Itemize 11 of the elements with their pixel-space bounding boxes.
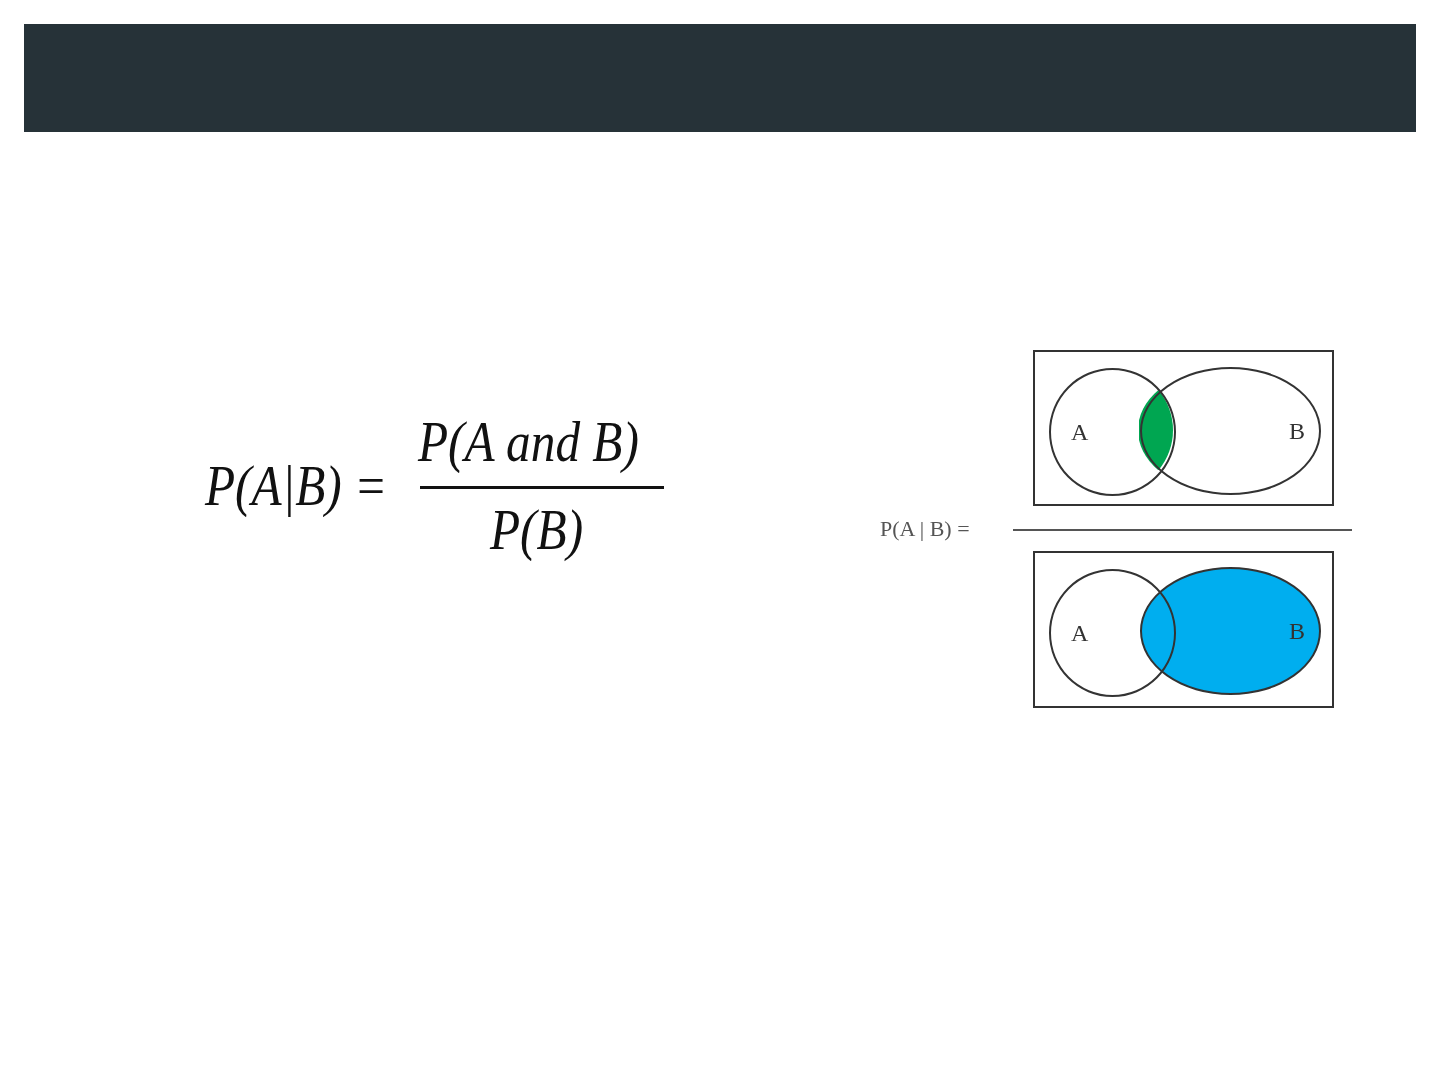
set-label: B (1289, 419, 1305, 443)
formula-text: P(A|B) = (205, 456, 388, 516)
formula-text: P(B) (490, 500, 584, 560)
set-label: A (1071, 420, 1089, 444)
venn-frame (1033, 350, 1334, 506)
venn-frame (1033, 551, 1334, 708)
set-label: B (1289, 619, 1305, 643)
set-label: A (1071, 621, 1089, 645)
intersection-region (1139, 389, 1173, 471)
formula-text: P(A | B) = (880, 516, 970, 542)
formula-text: P(A and B) (418, 412, 639, 472)
